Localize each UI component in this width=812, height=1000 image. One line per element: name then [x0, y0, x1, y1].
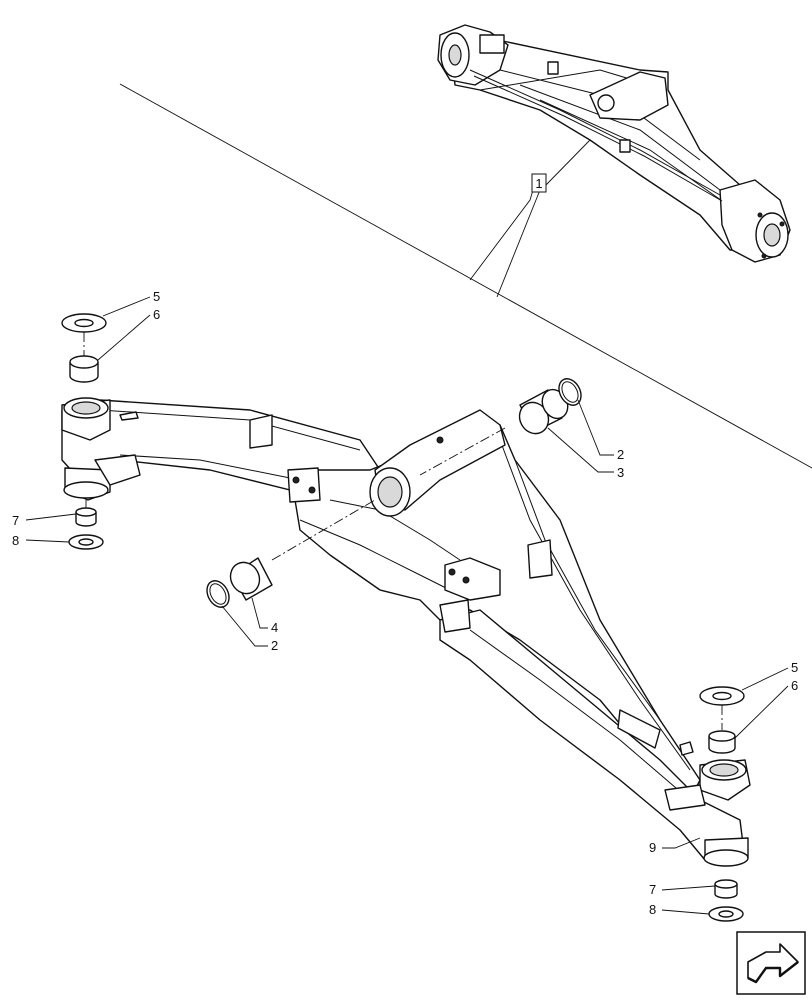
section-line — [119, 83, 812, 469]
arrow-forward-icon[interactable] — [736, 931, 806, 995]
ref-leader-to-inset — [544, 139, 591, 187]
washer-top-left — [61, 313, 107, 333]
callout-sleeve-upper: 3 — [617, 465, 624, 480]
callout-bushing-top-right: 6 — [791, 678, 798, 693]
bushing-bottom-left — [75, 507, 97, 527]
callout-ring-lower: 2 — [271, 638, 278, 653]
ring-lower — [206, 580, 230, 608]
callout-bushing-top-left: 6 — [153, 307, 160, 322]
ring-upper — [558, 378, 582, 406]
axis-lower-sleeve — [271, 499, 376, 561]
bushing-top-right — [708, 730, 736, 754]
washer-top-right — [699, 686, 745, 706]
callout-bushing-bottom-left: 7 — [12, 513, 19, 528]
axle-support-beam — [61, 397, 751, 867]
callout-bushing-bottom-right: 7 — [649, 882, 656, 897]
ref-leader-right — [496, 189, 541, 298]
callout-washer-top-left: 5 — [153, 289, 160, 304]
callout-sleeve-lower: 4 — [271, 620, 278, 635]
callout-washer-bottom-left: 8 — [12, 533, 19, 548]
leader-lines — [25, 296, 789, 915]
ref-leader-left — [469, 189, 534, 281]
axis-upper-sleeve — [419, 427, 506, 476]
sleeve-lower — [229, 557, 273, 601]
sleeve-upper — [518, 388, 569, 435]
axle-assembly-inset — [437, 24, 791, 263]
callout-labels: 5 6 7 8 2 3 4 2 5 6 9 7 8 — [12, 289, 798, 917]
bushing-bottom-right — [714, 879, 738, 899]
callout-washer-bottom-right: 8 — [649, 902, 656, 917]
bushing-top-left — [69, 355, 99, 383]
callout-washer-top-right: 5 — [791, 660, 798, 675]
callout-bracket-right: 9 — [649, 840, 656, 855]
reference-box: 1 — [531, 173, 547, 193]
callout-ring-upper: 2 — [617, 447, 624, 462]
washer-bottom-left — [68, 534, 104, 550]
reference-box-label: 1 — [535, 176, 542, 191]
washer-bottom-right — [708, 906, 744, 922]
